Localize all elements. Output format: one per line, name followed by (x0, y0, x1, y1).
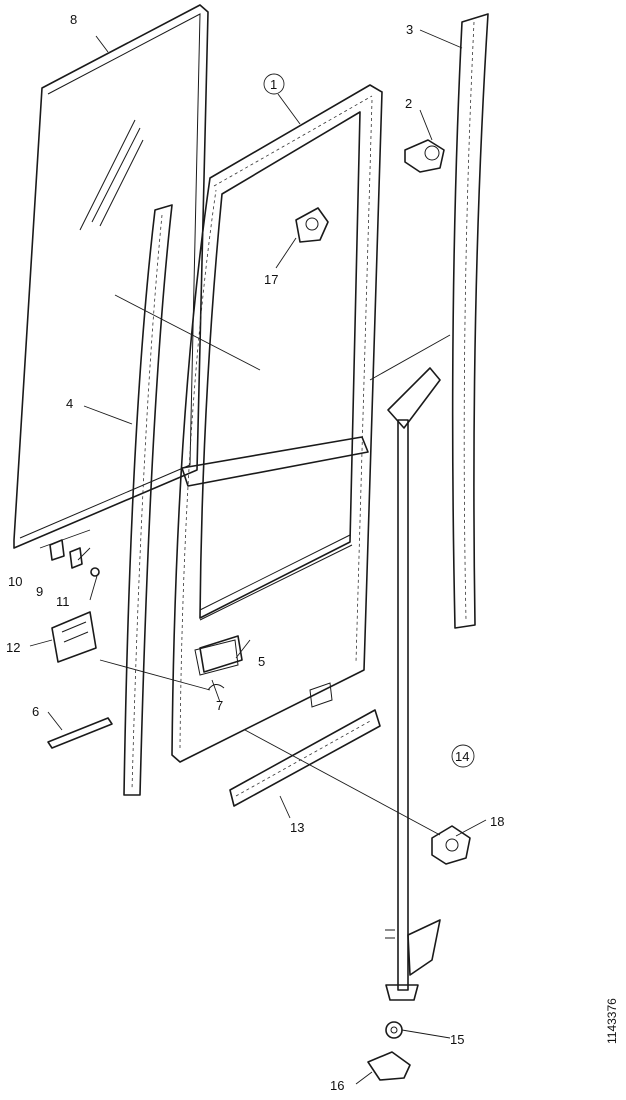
callout-3: 3 (406, 22, 413, 37)
callout-2: 2 (405, 96, 412, 111)
latch-part-17 (295, 207, 329, 243)
callout-9: 9 (36, 584, 43, 599)
callout-5: 5 (258, 654, 265, 669)
callout-1: 1 (270, 77, 277, 92)
callout-1-ring (263, 73, 285, 95)
callout-14: 14 (455, 749, 469, 764)
clip-part-16 (367, 1051, 411, 1081)
callout-16: 16 (330, 1078, 344, 1093)
callout-11: 11 (56, 594, 70, 609)
bracket-part-18 (431, 825, 471, 865)
door-frame-part-1 (171, 84, 383, 763)
callout-13: 13 (290, 820, 304, 835)
callout-6: 6 (32, 704, 39, 719)
callout-labels: 1 2 3 4 5 6 7 8 9 10 11 12 13 14 15 16 1… (6, 12, 504, 1093)
callout-10: 10 (8, 574, 22, 589)
handle-assembly-parts-5-7 (199, 635, 243, 691)
left-seal-strip-part-4 (123, 204, 173, 796)
bottom-strip-part-13 (229, 709, 381, 807)
callout-15: 15 (450, 1032, 464, 1047)
callout-4: 4 (66, 396, 73, 411)
leader-lines (29, 29, 487, 1085)
callout-8: 8 (70, 12, 77, 27)
nut-part-15 (385, 1021, 403, 1039)
reference-number: 1143376 (605, 998, 619, 1044)
callout-12: 12 (6, 640, 20, 655)
callout-17: 17 (264, 272, 278, 287)
glass-panel-part-8 (13, 4, 209, 549)
callout-7: 7 (216, 698, 223, 713)
rod-part-14 (385, 367, 441, 1001)
callout-14-ring (451, 744, 475, 768)
small-fittings-parts-9-10-11 (49, 539, 100, 577)
right-seal-strip-part-3 (451, 13, 489, 629)
plate-part-12 (51, 611, 97, 663)
hinge-part-2 (404, 139, 445, 173)
pin-part-6 (47, 717, 113, 749)
callout-18: 18 (490, 814, 504, 829)
